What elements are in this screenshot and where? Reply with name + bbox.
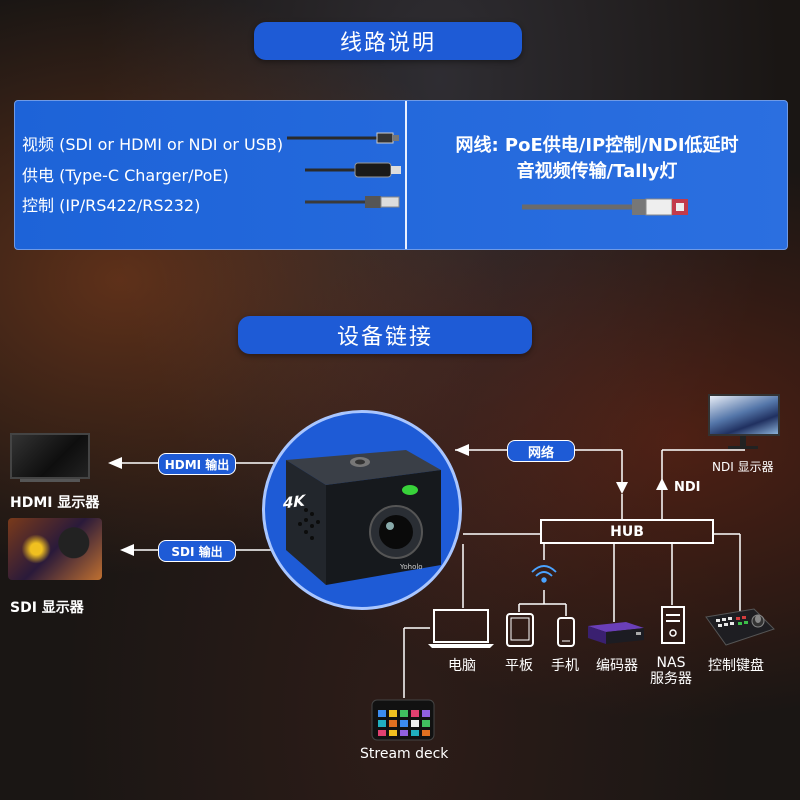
ndi-monitor-image — [708, 394, 780, 436]
ndi-tag: NDI — [674, 480, 701, 495]
nas-label-line2: 服务器 — [650, 671, 692, 687]
hub-down-arrow-icon — [616, 482, 628, 494]
wifi-icon — [531, 565, 557, 583]
phone-label: 手机 — [551, 658, 579, 674]
video-cable-label: 视频 (SDI or HDMI or NDI or USB) — [22, 135, 284, 154]
power-cable-label: 供电 (Type-C Charger/PoE) — [22, 166, 229, 185]
network-tag: 网络 — [507, 440, 575, 462]
sdi-monitor-label: SDI 显示器 — [10, 600, 84, 616]
ndi-monitor-base — [728, 446, 758, 449]
stream-deck-icon — [371, 699, 435, 741]
rj45-cable-icon — [305, 196, 400, 208]
encoder-label: 编码器 — [596, 658, 638, 674]
ethernet-cable-icon — [522, 198, 688, 216]
hdmi-arrow-icon — [108, 457, 122, 469]
sdi-output-tag: SDI 输出 — [158, 540, 236, 562]
nas-label-line1: NAS — [656, 655, 686, 671]
control-keyboard-icon — [705, 608, 775, 646]
ndi-monitor-stand — [740, 436, 746, 446]
sdi-monitor-image — [8, 518, 102, 580]
camera-4k-badge: 4K — [283, 491, 306, 513]
panel-divider — [405, 101, 407, 249]
bnc-cable-icon — [287, 132, 399, 144]
nas-server-icon — [661, 606, 685, 644]
ndi-up-arrow-icon — [656, 478, 668, 490]
tablet-icon — [506, 613, 534, 647]
network-desc-line2: 音视频传输/Tally灯 — [516, 161, 678, 182]
camera-icon — [286, 450, 441, 585]
wiring-panel: 视频 (SDI or HDMI or NDI or USB) 供电 (Type-… — [14, 100, 788, 250]
hdmi-monitor-stand — [20, 479, 80, 482]
wiring-header: 线路说明 — [254, 22, 522, 60]
typec-cable-icon — [305, 162, 401, 178]
camera-brand: Yoholo — [400, 563, 423, 571]
laptop-icon — [428, 609, 494, 648]
tablet-label: 平板 — [505, 658, 533, 674]
ndi-monitor-label: NDI 显示器 — [712, 460, 774, 474]
hdmi-monitor-label: HDMI 显示器 — [10, 495, 100, 511]
computer-label: 电脑 — [448, 658, 476, 674]
hub-box: HUB — [540, 519, 714, 544]
sdi-arrow-icon — [120, 544, 134, 556]
control-cable-label: 控制 (IP/RS422/RS232) — [22, 196, 201, 215]
phone-icon — [557, 617, 575, 647]
network-desc-line1: 网线: PoE供电/IP控制/NDI低延时 — [455, 135, 739, 156]
encoder-icon — [588, 622, 644, 644]
connection-header: 设备链接 — [238, 316, 532, 354]
hdmi-output-tag: HDMI 输出 — [158, 453, 236, 475]
hdmi-monitor-image — [10, 433, 90, 479]
cable-icons — [287, 132, 401, 208]
nas-label: NAS 服务器 — [650, 655, 692, 687]
stream-deck-label: Stream deck — [360, 746, 449, 762]
network-arrow-icon — [455, 444, 469, 456]
control-keyboard-label: 控制键盘 — [708, 658, 764, 674]
